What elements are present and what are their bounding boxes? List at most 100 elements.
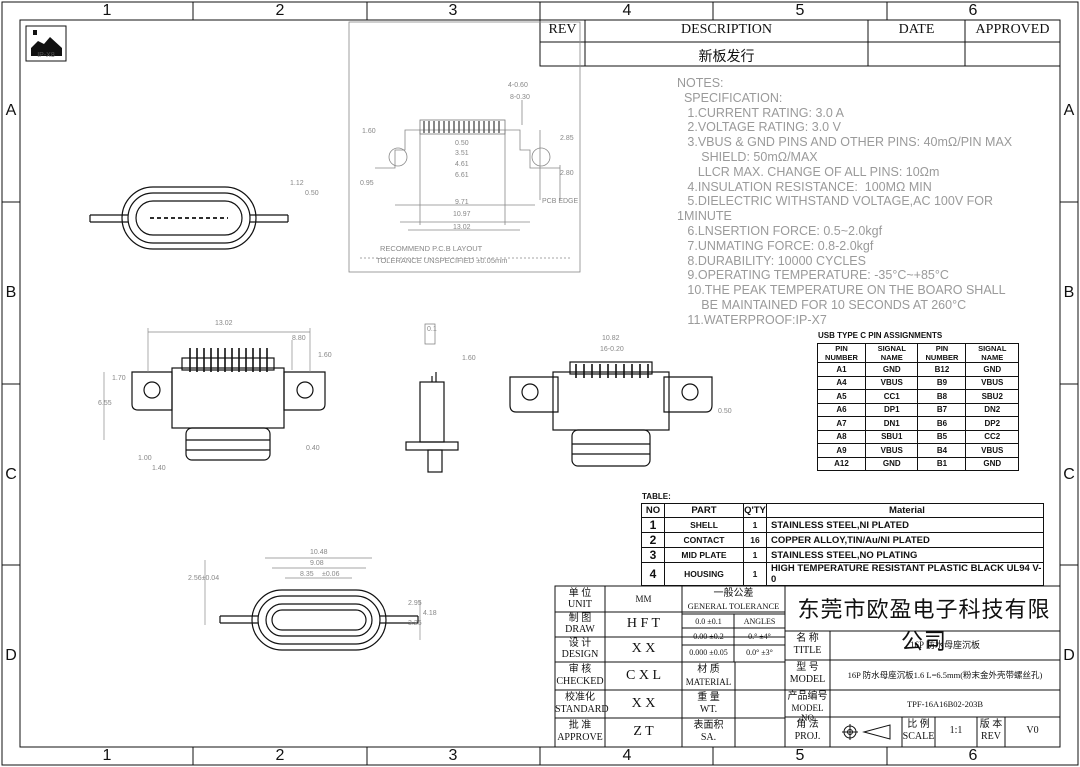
proj-label-en: PROJ. xyxy=(794,731,821,742)
material-cell: 3 xyxy=(641,547,665,563)
draw-value: H F T xyxy=(626,616,661,631)
top-view-dim: 1.12 xyxy=(290,180,304,187)
pin-cell: VBUS xyxy=(864,443,919,458)
note-line: 7.UNMATING FORCE: 0.8-2.0kgf xyxy=(677,238,874,253)
material-cell: 1 xyxy=(743,517,767,533)
rev-label-en: REV xyxy=(981,731,1001,742)
material-table: NO PART Q'TY Material 1 SHELL 1 STAINLES… xyxy=(641,503,1044,586)
table-row: 3 MID PLATE 1 STAINLESS STEEL,NO PLATING xyxy=(641,547,1044,563)
pin-cell: B8 xyxy=(917,389,967,404)
col-label-5: 5 xyxy=(795,2,805,19)
col-label-4-bottom: 4 xyxy=(622,747,632,764)
note-line: 4.INSULATION RESISTANCE: 100MΩ MIN xyxy=(677,179,932,194)
pin-cell: A4 xyxy=(817,375,866,390)
front-view-drawing xyxy=(131,357,326,461)
back-view-dim: 10.82 xyxy=(602,335,620,342)
material-cell: STAINLESS STEEL,NI PLATED xyxy=(766,517,1044,533)
pin-cell: VBUS xyxy=(864,375,919,390)
top-view-drawing xyxy=(89,186,289,250)
back-view-dim: 0.50 xyxy=(718,408,732,415)
col-label-1-bottom: 1 xyxy=(102,747,112,764)
company-name: 东莞市欧盈电子科技有限公司 xyxy=(797,598,1051,655)
title-label-en: TITLE xyxy=(793,645,822,656)
row-label-d-right: D xyxy=(1063,647,1075,664)
tolerance-value: 0.000 ±0.05 xyxy=(689,648,728,657)
bottom-view-dim: 2.56±0.04 xyxy=(188,575,220,582)
rev-value: V0 xyxy=(1026,725,1039,736)
pin-cell: A6 xyxy=(817,402,866,417)
pin-cell: GND xyxy=(864,456,919,471)
pin-cell: DP2 xyxy=(965,416,1019,431)
pcb-dim: 9.71 xyxy=(455,199,469,206)
scale-value: 1:1 xyxy=(949,725,963,736)
approve-label-en: APPROVE xyxy=(557,732,603,743)
pcb-dim: 4.61 xyxy=(455,161,469,168)
pin-cell: DN2 xyxy=(965,402,1019,417)
pin-cell: A5 xyxy=(817,389,866,404)
material-label-cn: 材 质 xyxy=(697,664,720,675)
col-label-3: 3 xyxy=(448,2,458,19)
material-header: Material xyxy=(766,503,1044,518)
proj-label-cn: 角 法 xyxy=(796,719,819,730)
material-cell: 2 xyxy=(641,532,665,548)
standard-value: X X xyxy=(631,696,656,711)
material-cell: COPPER ALLOY,TIN/Au/NI PLATED xyxy=(766,532,1044,548)
pin-assignment-table: PIN NUMBER SIGNAL NAME PIN NUMBER SIGNAL… xyxy=(817,343,1019,471)
pin-table-title: USB TYPE C PIN ASSIGNMENTS xyxy=(818,331,943,340)
standard-label-cn: 校准化 xyxy=(565,692,595,703)
pin-cell: A7 xyxy=(817,416,866,431)
pin-cell: VBUS xyxy=(965,443,1019,458)
pcb-dim: 8-0.30 xyxy=(510,94,530,101)
front-view-dim: 1.40 xyxy=(152,465,166,472)
back-view-dim: 16-0.20 xyxy=(600,346,624,353)
pcb-dim: 2.85 xyxy=(560,135,574,142)
unit-label-en: UNIT xyxy=(568,599,592,610)
bottom-view-dim: 3.26 xyxy=(408,620,422,627)
pin-header: SIGNAL NAME xyxy=(965,343,1019,363)
rev-header: REV xyxy=(548,22,577,37)
pcb-layout-drawing xyxy=(348,21,581,273)
material-cell: 1 xyxy=(743,547,767,563)
pin-cell: A9 xyxy=(817,443,866,458)
pin-cell: GND xyxy=(965,362,1019,377)
table-row: 2 CONTACT 16 COPPER ALLOY,TIN/Au/NI PLAT… xyxy=(641,532,1044,548)
front-view-dim: 0.40 xyxy=(306,445,320,452)
model-label-cn: 型 号 xyxy=(796,662,819,673)
weight-label-en: WT. xyxy=(699,704,718,715)
material-cell: HOUSING xyxy=(664,562,744,586)
front-view-dim: 1.60 xyxy=(318,352,332,359)
col-label-2: 2 xyxy=(275,2,285,19)
front-view-dim: 1.00 xyxy=(138,455,152,462)
material-label-en: MATERIAL xyxy=(685,677,732,687)
note-line: SHIELD: 50mΩ/MAX xyxy=(677,149,818,164)
design-label-cn: 设 计 xyxy=(568,638,592,649)
material-cell: CONTACT xyxy=(664,532,744,548)
pin-cell: A8 xyxy=(817,429,866,444)
model-value: 16P 防水母座沉板1.6 L=6.5mm(粉末金外壳带螺丝孔) xyxy=(847,670,1043,680)
revision-description: 新板发行 xyxy=(698,50,755,65)
bottom-view-dim: 8.35 xyxy=(300,571,314,578)
title-label-cn: 名 称 xyxy=(796,633,819,644)
title-value: 16P 防水母座沉板 xyxy=(910,640,980,650)
back-view-drawing xyxy=(509,361,713,467)
side-view-drawing xyxy=(405,323,459,473)
projection-symbol-icon xyxy=(842,724,891,740)
row-label-b-right: B xyxy=(1063,284,1075,301)
pcb-dim: 4-0.60 xyxy=(508,82,528,89)
checked-value: C X L xyxy=(626,668,661,683)
bottom-view-dim: 10.48 xyxy=(310,549,328,556)
bottom-view-dim: 4.18 xyxy=(423,610,437,617)
pin-cell: SBU2 xyxy=(965,389,1019,404)
bottom-view-drawing xyxy=(219,589,419,651)
front-view-dim: 13.02 xyxy=(215,320,233,327)
row-label-c: C xyxy=(5,466,17,483)
modelno-value: TPF-16A16B02-203B xyxy=(906,699,984,709)
pcb-dim: 6.61 xyxy=(455,172,469,179)
material-cell: STAINLESS STEEL,NO PLATING xyxy=(766,547,1044,563)
front-view-dim: 8.80 xyxy=(292,335,306,342)
